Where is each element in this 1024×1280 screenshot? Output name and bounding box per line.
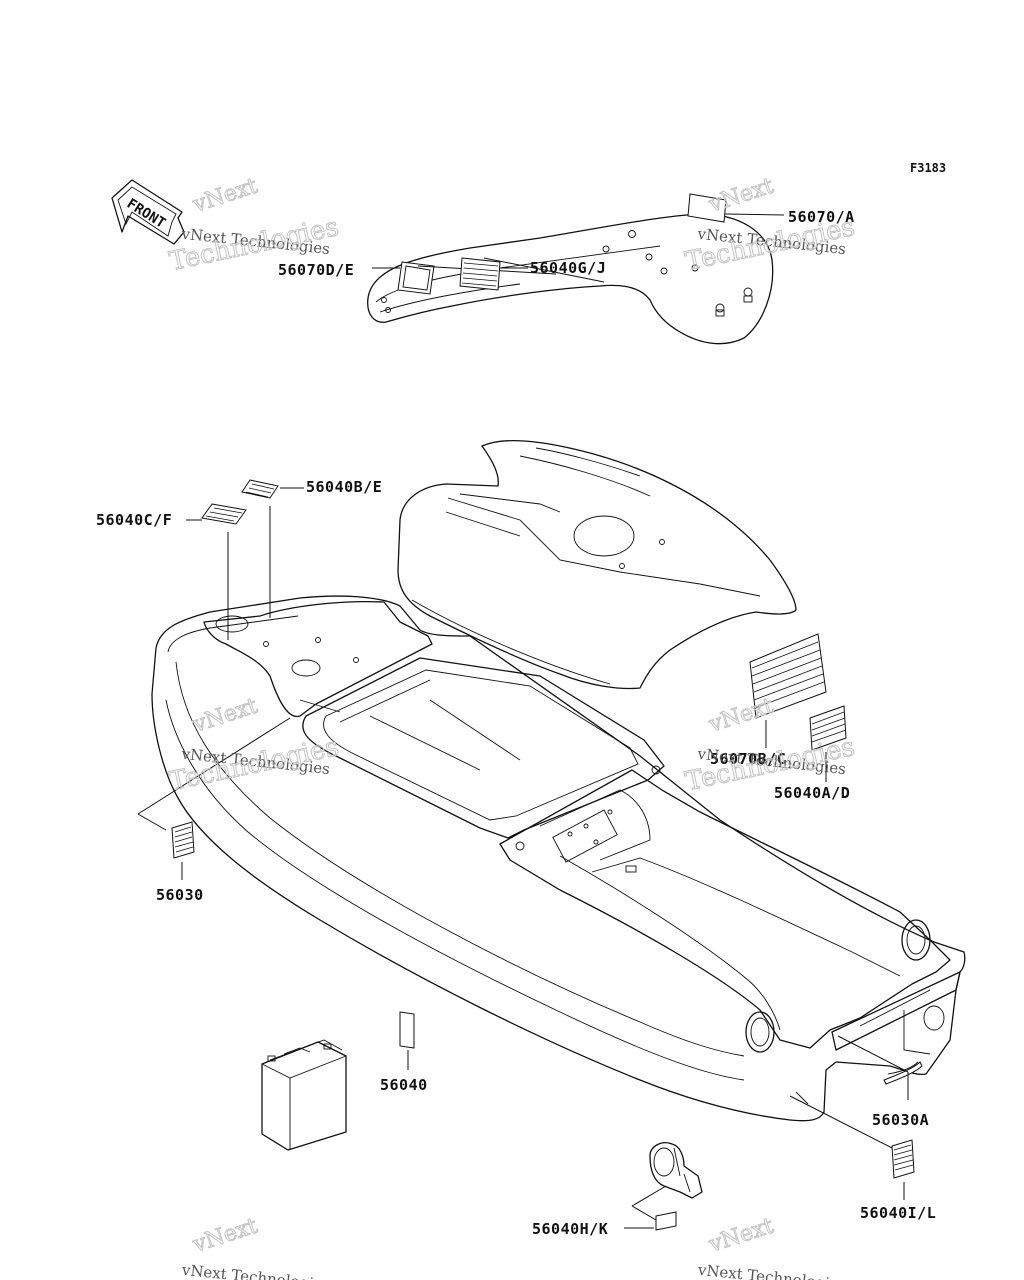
svg-text:vNext: vNext	[705, 1214, 777, 1259]
watermark: vNext vNext Technologies	[696, 1213, 847, 1280]
part-label-56030: 56030	[156, 886, 204, 904]
decal-56070bc	[749, 633, 827, 748]
svg-text:Technologies: Technologies	[167, 732, 342, 797]
figure-code: F3183	[910, 161, 946, 175]
svg-text:Technologies: Technologies	[683, 212, 858, 277]
part-label-56040hk: 56040H/K	[532, 1220, 608, 1238]
decal-56040cf	[186, 503, 247, 640]
watermark: vNext vNext Technologies Technologies	[166, 693, 342, 798]
part-label-56040ad: 56040A/D	[774, 784, 850, 802]
battery-icon	[261, 1039, 347, 1151]
decal-56040be	[241, 479, 304, 618]
part-label-56040gj: 56040G/J	[530, 259, 606, 277]
decal-56040il	[789, 1095, 915, 1200]
part-label-56070a: 56070/A	[788, 208, 855, 226]
decal-56070a	[687, 193, 785, 223]
svg-text:vNext Technologies: vNext Technologies	[696, 1261, 847, 1280]
decal-56040gj	[459, 257, 605, 291]
decal-56030	[137, 717, 291, 880]
decal-56030a	[837, 1035, 923, 1100]
filler-cap-icon	[649, 1142, 703, 1199]
svg-text:vNext: vNext	[189, 174, 261, 219]
part-label-56040be: 56040B/E	[306, 478, 382, 496]
decal-56040hk	[624, 1185, 677, 1231]
decal-56040ad	[809, 705, 847, 782]
svg-text:vNext: vNext	[705, 174, 777, 219]
hull	[151, 595, 966, 1122]
storage-cover	[397, 440, 797, 690]
part-label-56070de: 56070D/E	[278, 261, 354, 279]
watermark: vNext vNext Technologies Technologies	[682, 173, 858, 278]
svg-text:vNext: vNext	[189, 1214, 261, 1259]
svg-text:vNext Technologies: vNext Technologies	[180, 1261, 331, 1280]
part-label-56040il: 56040I/L	[860, 1204, 936, 1222]
part-label-56030a: 56030A	[872, 1111, 929, 1129]
part-label-56040: 56040	[380, 1076, 428, 1094]
front-arrow-icon: FRONT	[111, 179, 185, 245]
decal-56040	[399, 1011, 415, 1070]
watermark: vNext vNext Technologies Technologies	[682, 693, 858, 798]
watermark: vNext vNext Technologies	[180, 1213, 331, 1280]
svg-text:vNext: vNext	[189, 694, 261, 739]
part-label-56040cf: 56040C/F	[96, 511, 172, 529]
part-label-56070bc: 56070B/C	[710, 750, 786, 768]
